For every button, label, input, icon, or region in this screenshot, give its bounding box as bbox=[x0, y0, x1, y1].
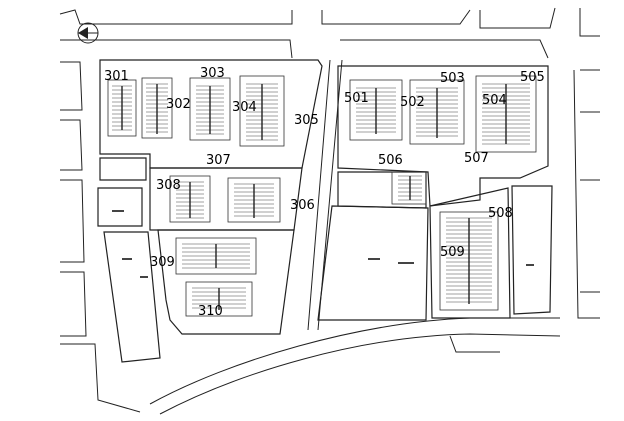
block-label-501: 501 bbox=[344, 91, 369, 106]
block-label-507: 507 bbox=[464, 151, 489, 166]
building-footprints bbox=[107, 75, 537, 317]
block-label-307: 307 bbox=[206, 153, 231, 168]
open-area-marks bbox=[112, 210, 534, 278]
block-label-503: 503 bbox=[440, 71, 465, 86]
block-label-505: 505 bbox=[520, 70, 545, 85]
block-label-310: 310 bbox=[198, 304, 223, 319]
block-label-506: 506 bbox=[378, 153, 403, 168]
block-label-509: 509 bbox=[440, 245, 465, 260]
parking-hatching bbox=[112, 83, 530, 310]
block-label-306: 306 bbox=[290, 198, 315, 213]
block-label-504: 504 bbox=[482, 93, 507, 108]
block-label-302: 302 bbox=[166, 97, 191, 112]
block-label-502: 502 bbox=[400, 95, 425, 110]
block-labels: 301 303 302 304 305 307 308 306 309 310 … bbox=[104, 66, 545, 319]
block-label-301: 301 bbox=[104, 69, 129, 84]
block-label-508: 508 bbox=[488, 206, 513, 221]
road-network bbox=[59, 7, 600, 415]
block-label-309: 309 bbox=[150, 255, 175, 270]
block-label-305: 305 bbox=[294, 113, 319, 128]
block-label-308: 308 bbox=[156, 178, 181, 193]
north-arrow-icon bbox=[77, 22, 99, 44]
block-label-304: 304 bbox=[232, 100, 257, 115]
block-label-303: 303 bbox=[200, 66, 225, 81]
